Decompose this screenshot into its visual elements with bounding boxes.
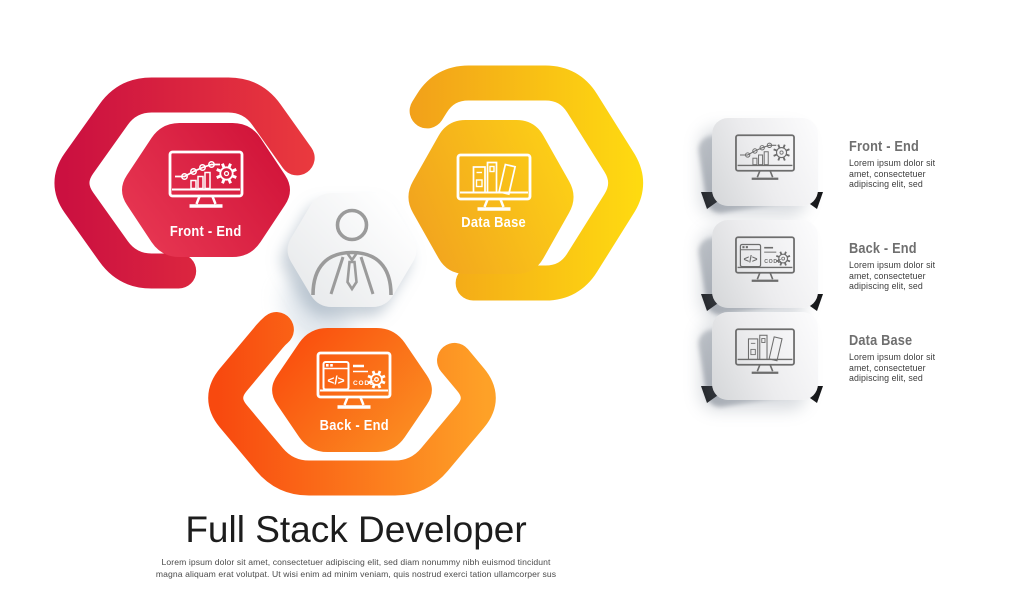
legend-title-text: Back - End bbox=[849, 241, 917, 257]
back-end-label: Back - End bbox=[284, 417, 424, 434]
data-base-ring bbox=[370, 65, 644, 301]
page-subtitle: Lorem ipsum dolor sit amet, consectetuer… bbox=[126, 556, 586, 580]
legend-body-back-end: Lorem ipsum dolor sit amet, consectetuer… bbox=[849, 260, 936, 292]
legend-title-back-end: Back - End bbox=[849, 241, 926, 257]
backend-code-monitor-icon: </> CODE bbox=[735, 236, 795, 282]
legend-title-text: Front - End bbox=[849, 139, 919, 155]
frontend-chart-monitor-icon bbox=[168, 150, 244, 208]
subtitle-line-1: Lorem ipsum dolor sit amet, consectetuer… bbox=[161, 557, 551, 567]
database-books-monitor-icon bbox=[456, 153, 532, 211]
legend-card bbox=[712, 312, 818, 400]
developer-person-icon bbox=[311, 208, 393, 296]
page-title: Full Stack Developer bbox=[185, 509, 527, 550]
frontend-chart-monitor-icon bbox=[731, 118, 799, 187]
legend-title-text: Data Base bbox=[849, 333, 913, 349]
code-label-text: CODE bbox=[764, 259, 782, 265]
legend-card bbox=[712, 118, 818, 206]
back-end-label-text: Back - End bbox=[319, 417, 389, 434]
data-base-hexagon bbox=[408, 120, 574, 274]
legend-title-data-base: Data Base bbox=[849, 333, 921, 349]
legend-card: </> CODE bbox=[712, 220, 818, 308]
front-end-label: Front - End bbox=[136, 223, 276, 240]
backend-code-monitor-icon: </> CODE bbox=[316, 351, 392, 409]
center-hexagon bbox=[287, 193, 417, 307]
front-end-label-text: Front - End bbox=[170, 223, 242, 240]
code-symbol-text: </> bbox=[327, 374, 344, 388]
database-books-monitor-icon bbox=[731, 312, 799, 381]
legend-body-front-end: Lorem ipsum dolor sit amet, consectetuer… bbox=[849, 158, 936, 190]
code-symbol-text: </> bbox=[743, 255, 757, 266]
legend-title-front-end: Front - End bbox=[849, 139, 929, 155]
database-books-monitor-icon bbox=[735, 328, 795, 374]
code-label-text: CODE bbox=[353, 380, 375, 387]
frontend-chart-monitor-icon bbox=[735, 134, 795, 180]
legend-body-data-base: Lorem ipsum dolor sit amet, consectetuer… bbox=[849, 352, 936, 384]
subtitle-line-2: magna aliquam erat volutpat. Ut wisi eni… bbox=[155, 569, 557, 580]
data-base-label-text: Data Base bbox=[461, 214, 527, 231]
back-end-ring bbox=[208, 300, 496, 496]
data-base-label: Data Base bbox=[424, 214, 564, 231]
backend-code-monitor-icon: </> CODE bbox=[731, 220, 799, 289]
front-end-ring bbox=[54, 77, 326, 289]
